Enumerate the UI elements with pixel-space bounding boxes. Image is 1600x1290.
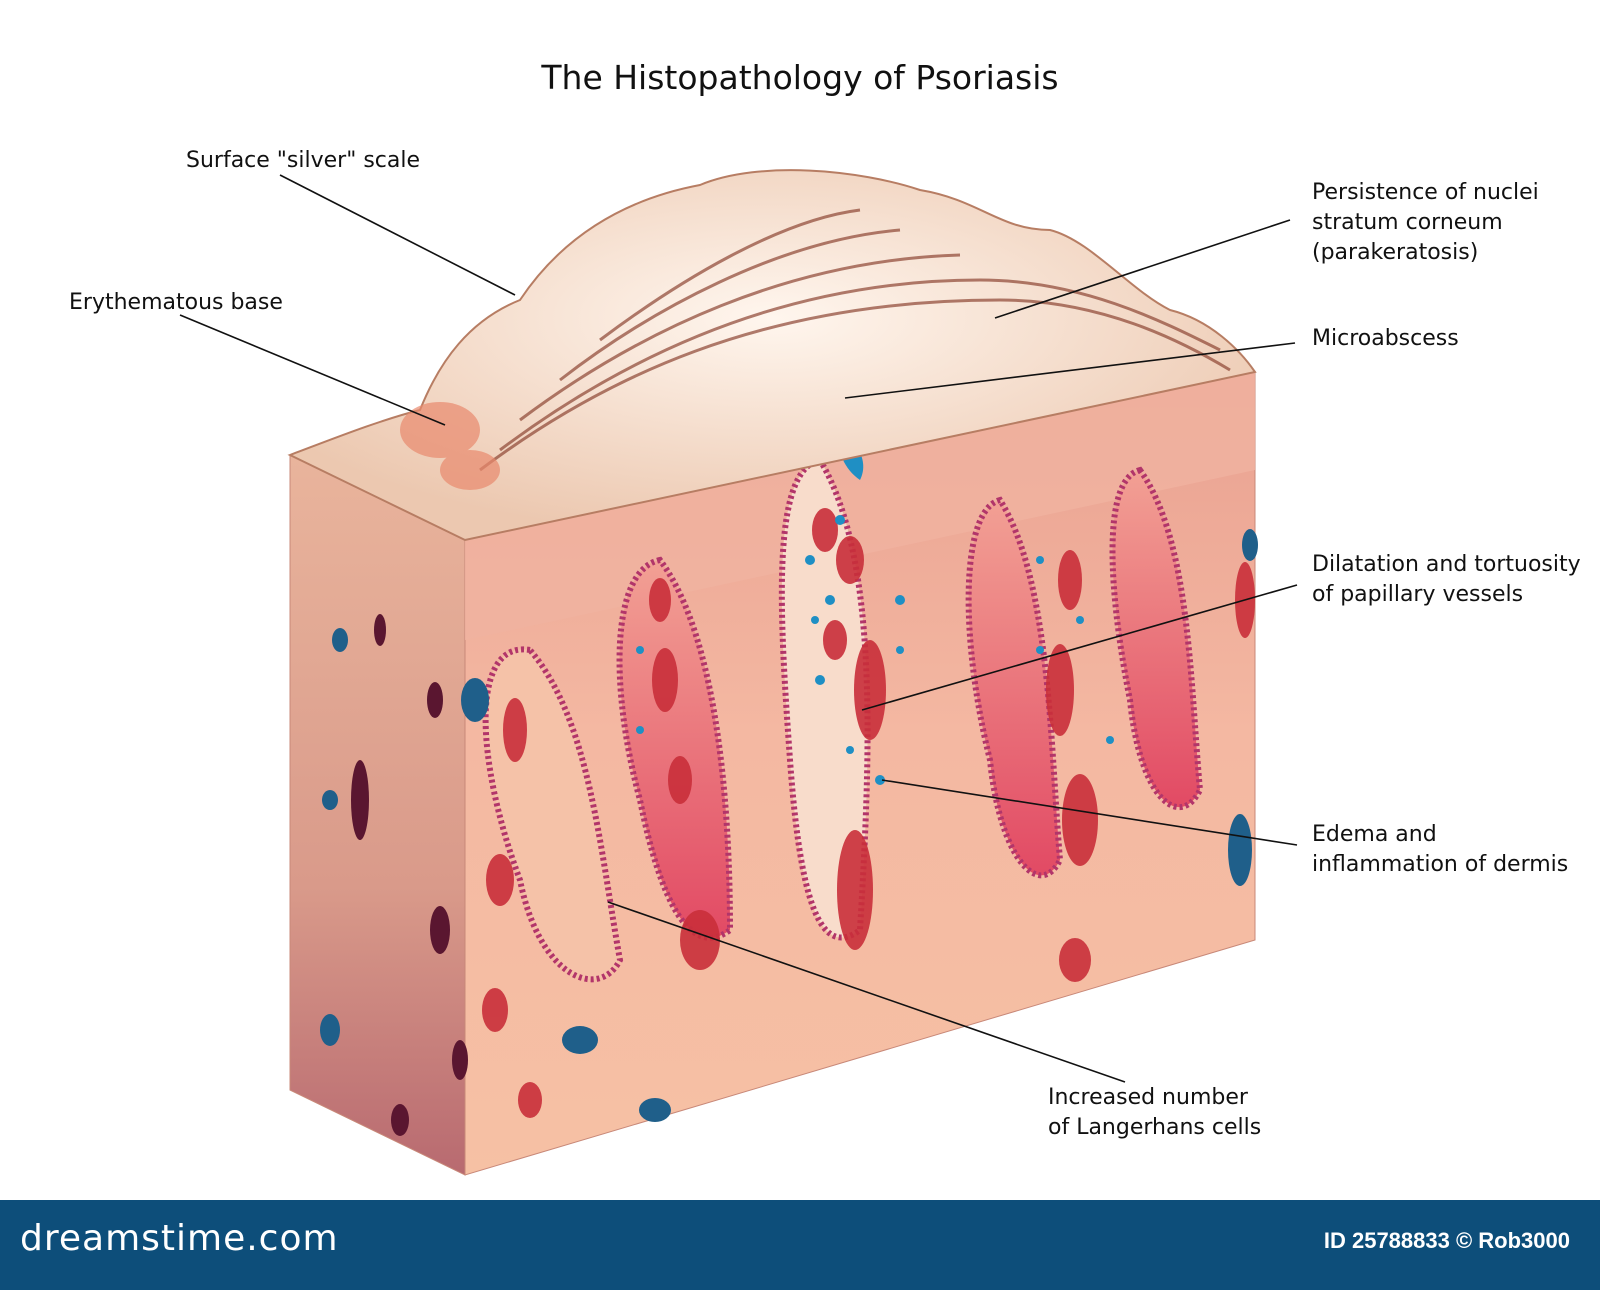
block-side-face [289, 454, 466, 1176]
image-credit: ID 25788833 © Rob3000 [1323, 1228, 1570, 1253]
diagram-title: The Histopathology of Psoriasis [541, 58, 1059, 97]
scale-layers [479, 208, 1231, 472]
leader-lines [179, 174, 1298, 1083]
brand-watermark: dreamstime.com [20, 1218, 339, 1259]
leader-edema [881, 779, 1298, 846]
surface-scale [287, 169, 1257, 542]
diagram: The Histopathology of Psoriasis Surface … [69, 58, 1581, 1176]
leader-parakeratosis [994, 219, 1291, 319]
skin-cross-section-illustration [179, 169, 1298, 1176]
leader-base [179, 314, 446, 426]
leader-langerhans [607, 901, 1126, 1083]
leader-scale [279, 174, 516, 296]
leader-microabscess [844, 342, 1296, 399]
label-parakeratosis: Persistence of nuclei stratum corneum (p… [1312, 180, 1539, 265]
leader-vessels [861, 584, 1298, 711]
papillary-vessels [482, 508, 1255, 1118]
label-microabscess: Microabscess [1312, 326, 1459, 351]
side-face-cells [351, 614, 468, 1136]
label-erythematous-base: Erythematous base [69, 290, 283, 315]
label-edema: Edema and inflammation of dermis [1312, 822, 1569, 877]
label-surface-scale: Surface "silver" scale [186, 148, 421, 173]
label-papillary-vessels: Dilatation and tortuosity of papillary v… [1312, 552, 1581, 607]
footer-bar: dreamstime.com ID 25788833 © Rob3000 [0, 1200, 1600, 1290]
label-langerhans: Increased number of Langerhans cells [1048, 1085, 1262, 1140]
erythematous-patch [400, 402, 500, 490]
langerhans-cells [320, 529, 1258, 1122]
